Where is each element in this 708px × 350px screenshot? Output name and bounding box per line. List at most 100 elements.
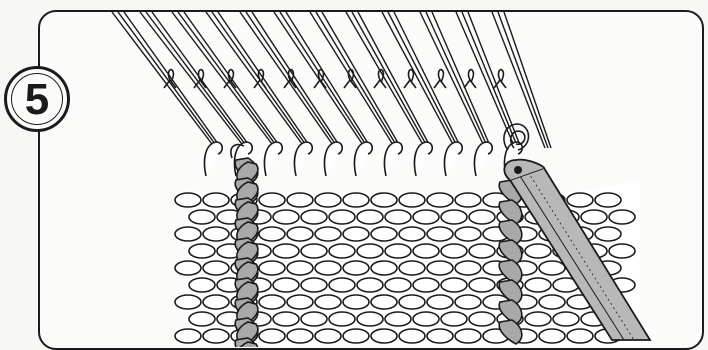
stitch-loop	[469, 278, 495, 292]
stitch-hook-fork	[404, 80, 416, 88]
stitch-loop	[371, 261, 397, 275]
stitch-loop	[175, 295, 201, 309]
stitch-loop	[315, 329, 341, 343]
step-number: 5	[25, 78, 49, 122]
stitch-loop	[301, 278, 327, 292]
stitch-hook-fork	[374, 80, 386, 88]
stitch-loop	[525, 244, 551, 258]
stitch-loop	[399, 295, 425, 309]
stitch-loop	[287, 261, 313, 275]
stitch-loop	[525, 312, 551, 326]
stitch-loop	[427, 295, 453, 309]
stitch-hook-fork	[464, 80, 476, 88]
stitch-loop	[175, 193, 201, 207]
stitch-loop	[203, 329, 229, 343]
needle-loop	[294, 142, 312, 176]
stitch-loop	[399, 227, 425, 241]
stitch-loop	[175, 261, 201, 275]
stitch-loop	[427, 261, 453, 275]
stitch-loop	[203, 227, 229, 241]
stitch-loop	[455, 295, 481, 309]
stitch-loop	[455, 193, 481, 207]
stitch-loop	[385, 244, 411, 258]
stitch-loop	[427, 193, 453, 207]
stitch-loop	[315, 193, 341, 207]
stitch-loop	[287, 227, 313, 241]
stitch-loop	[413, 278, 439, 292]
strand-line	[394, 12, 461, 148]
stitch-loop	[609, 210, 635, 224]
stitch-loop	[371, 193, 397, 207]
stitch-loop	[413, 210, 439, 224]
stitch-loop	[287, 329, 313, 343]
stitch-loop	[343, 193, 369, 207]
stitch-loop	[329, 312, 355, 326]
strand-line	[388, 12, 458, 148]
stitch-loop	[301, 312, 327, 326]
hook-loops	[164, 70, 522, 176]
strand-line	[504, 12, 551, 148]
stitch-loop	[301, 244, 327, 258]
stitch-loop	[259, 261, 285, 275]
stitch-loop	[581, 210, 607, 224]
stitch-loop	[343, 329, 369, 343]
stitch-loop	[287, 193, 313, 207]
stitch-loop	[203, 193, 229, 207]
stitch-loop	[329, 210, 355, 224]
stitch-loop	[385, 210, 411, 224]
stitch-loop	[469, 210, 495, 224]
stitch-loop	[357, 278, 383, 292]
stitch-loop	[595, 193, 621, 207]
needle-lines	[112, 12, 551, 148]
stitch-loop	[343, 295, 369, 309]
stitch-loop	[455, 261, 481, 275]
stitch-loop	[371, 329, 397, 343]
stitch-loop	[595, 227, 621, 241]
stitch-loop	[315, 227, 341, 241]
stitch-loop	[469, 312, 495, 326]
stitch-loop	[455, 227, 481, 241]
stitch-loop	[259, 227, 285, 241]
stitch-hook-fork	[434, 80, 446, 88]
stitch-loop	[203, 295, 229, 309]
stitch-loop	[175, 329, 201, 343]
strand-line	[358, 12, 431, 148]
stitch-loop	[189, 312, 215, 326]
stitch-loop	[273, 312, 299, 326]
stitch-loop	[259, 295, 285, 309]
stitch-loop	[441, 210, 467, 224]
stitch-loop	[357, 210, 383, 224]
stitch-loop	[315, 261, 341, 275]
stitch-loop	[469, 244, 495, 258]
stitch-loop	[343, 227, 369, 241]
stitch-loop	[371, 227, 397, 241]
stitch-loop	[385, 312, 411, 326]
stitch-loop	[399, 261, 425, 275]
needle-loop	[264, 142, 282, 176]
stitch-loop	[189, 244, 215, 258]
stitch-loop	[539, 329, 565, 343]
stitch-loop	[413, 244, 439, 258]
stitch-loop	[273, 210, 299, 224]
stitch-loop	[427, 227, 453, 241]
stitch-loop	[189, 278, 215, 292]
stitch-loop	[189, 210, 215, 224]
strand-line	[382, 12, 455, 148]
stitch-loop	[175, 227, 201, 241]
stitch-loop	[203, 261, 229, 275]
stitch-loop	[301, 210, 327, 224]
stitch-loop	[539, 295, 565, 309]
needle-loop	[204, 142, 222, 176]
stitch-loop	[273, 244, 299, 258]
stitch-loop	[329, 278, 355, 292]
stitch-loop	[357, 312, 383, 326]
stitch-loop	[315, 295, 341, 309]
needle-loop	[324, 142, 342, 176]
stitch-loop	[441, 312, 467, 326]
step-number-badge: 5	[4, 66, 70, 132]
strand-line	[352, 12, 428, 148]
stitch-loop	[329, 244, 355, 258]
stitch-loop	[273, 278, 299, 292]
